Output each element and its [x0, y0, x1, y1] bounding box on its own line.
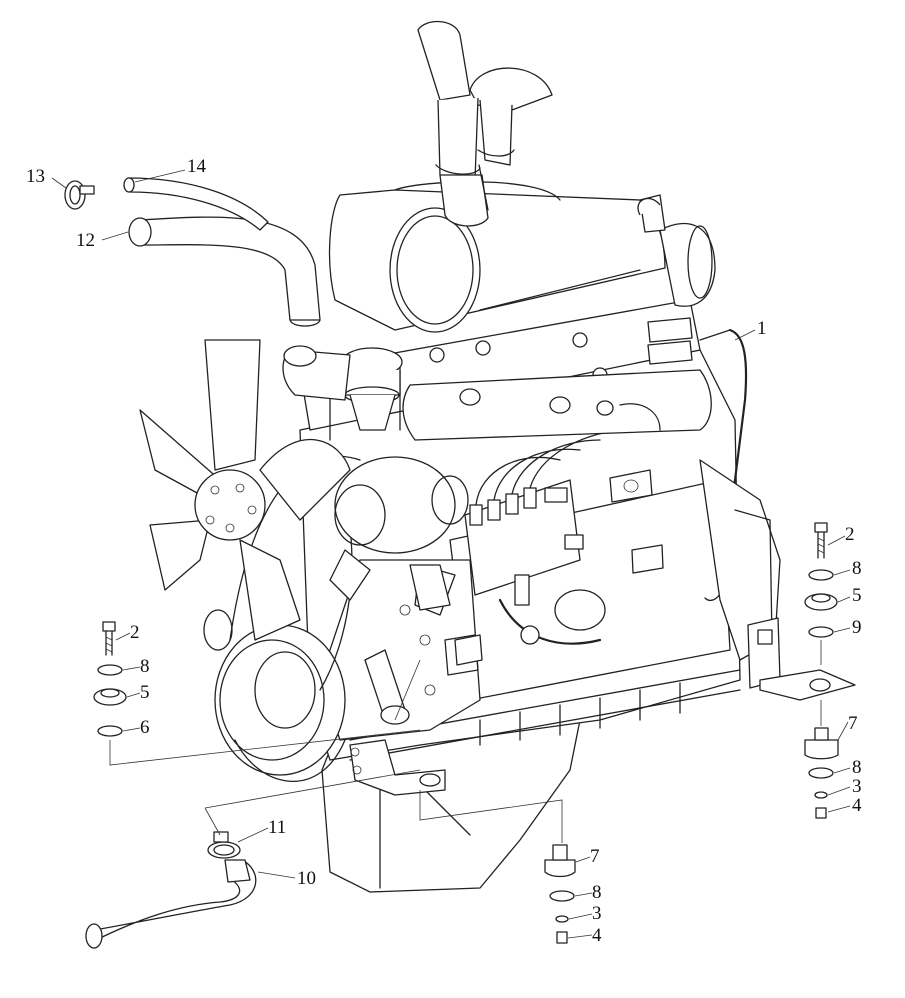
water-inlet-tube: [364, 564, 451, 725]
right-mount-stack-lower: [804, 700, 839, 819]
callout-7-right: 7: [848, 713, 858, 734]
callout-12: 12: [76, 230, 95, 251]
injection-pump: [464, 429, 621, 645]
callout-labels: 1 2 8 5 9 7 8 3 4 2 8 5 6 7 8 3 4 10 11 …: [26, 156, 862, 946]
callout-11: 11: [268, 817, 286, 838]
callout-2-right: 2: [845, 524, 855, 545]
thermostat-outlet: [282, 345, 351, 401]
callout-4-right: 4: [852, 795, 862, 816]
callout-14: 14: [187, 156, 207, 177]
exhaust-elbow: [637, 194, 716, 365]
hose-10: [85, 859, 257, 949]
callout-3-bottom: 3: [592, 903, 602, 924]
callout-1: 1: [757, 318, 767, 339]
right-mount-bracket: [747, 617, 856, 701]
left-mount-stack: [93, 621, 421, 766]
callout-13: 13: [26, 166, 45, 187]
hose-14: [123, 177, 269, 231]
hose-guide-lines: [204, 659, 421, 836]
bottom-mount-stack: [419, 790, 576, 944]
callout-9-right: 9: [852, 617, 862, 638]
callout-5-left: 5: [140, 682, 150, 703]
callout-4-bottom: 4: [592, 925, 602, 946]
callout-8-right-lower: 8: [852, 757, 862, 778]
hose-clamp-11: [207, 831, 241, 859]
callout-8-bottom: 8: [592, 882, 602, 903]
intake-manifold: [402, 369, 712, 441]
muffler: [328, 181, 666, 333]
callout-8-right-upper: 8: [852, 558, 862, 579]
callout-6-left: 6: [140, 717, 150, 738]
right-mount-stack-upper: [804, 522, 838, 665]
exhaust-stack: [417, 20, 553, 227]
left-mount-bracket: [349, 739, 446, 796]
hose-12: [128, 216, 321, 327]
callout-7-bottom: 7: [590, 846, 600, 867]
callout-leaders: [51, 169, 851, 939]
callout-5-right: 5: [852, 585, 862, 606]
callout-3-right: 3: [852, 776, 862, 797]
callout-8-left: 8: [140, 656, 150, 677]
callout-10: 10: [297, 868, 316, 889]
block-cover-plates: [454, 469, 664, 666]
hose-clamp-13: [64, 180, 95, 210]
fan: [139, 339, 351, 641]
callout-2-left: 2: [130, 622, 140, 643]
